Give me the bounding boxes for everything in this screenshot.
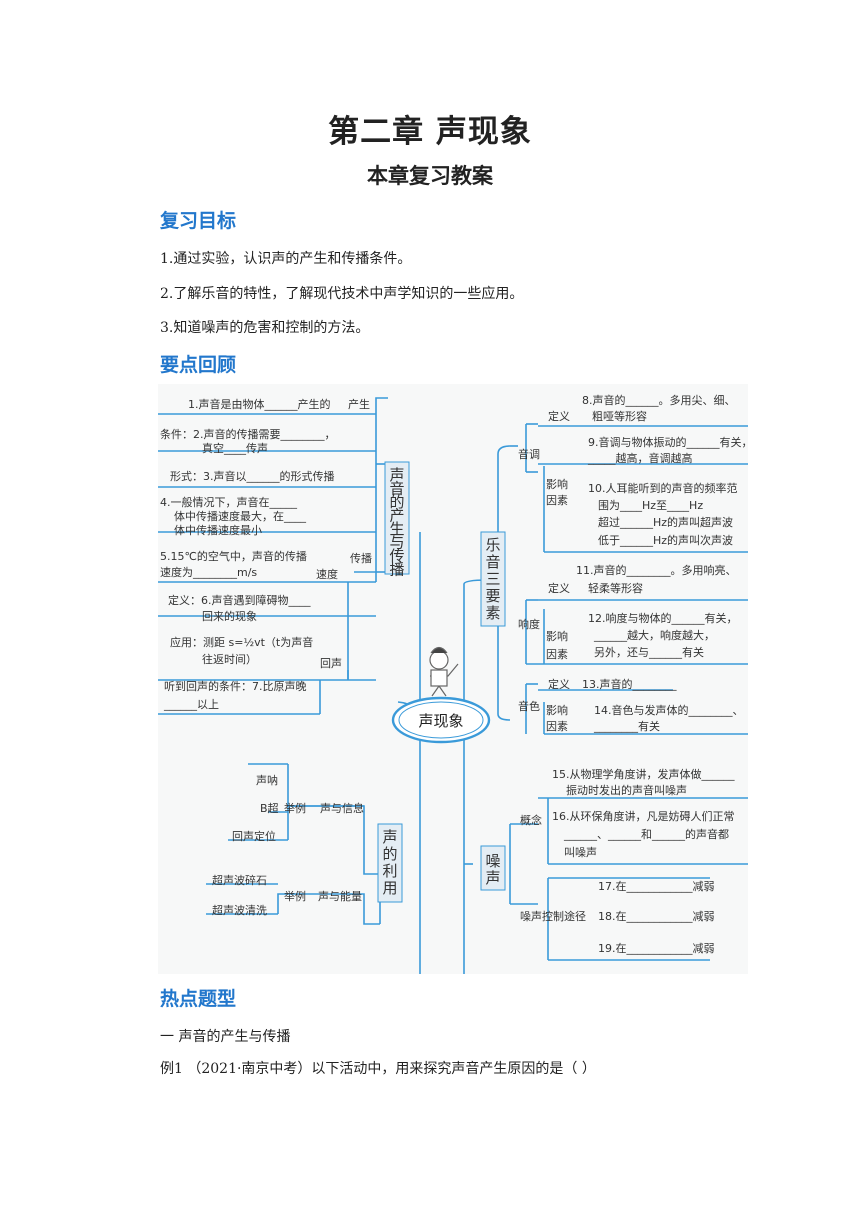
svg-text:乐音三要素: 乐音三要素 [485, 536, 500, 622]
label-echo: 回声 [320, 656, 342, 670]
branch-use: 声的利用 [377, 823, 403, 903]
use-example: 回声定位 [232, 829, 276, 843]
item-19: 19.在____________减弱 [598, 942, 715, 955]
branch-music: 乐音三要素 [480, 531, 506, 627]
label-definition: 定义 [548, 581, 570, 595]
item-10: 10.人耳能听到的声音的频率范 [588, 481, 738, 495]
item-5: 5.15℃的空气中，声音的传播 [160, 549, 307, 563]
item-10: 围为____Hz至____Hz [598, 499, 703, 512]
item-9: _____越高，音调越高 [587, 451, 693, 465]
label-timbre: 音色 [518, 699, 540, 713]
item-8: 粗哑等形容 [592, 409, 647, 423]
use-example: 超声波碎石 [212, 873, 267, 887]
review-heading: 要点回顾 [160, 354, 237, 376]
label-factor: 影响 [546, 478, 568, 491]
item-2: 条件：2.声音的传播需要________， [160, 427, 336, 441]
item-14: 14.音色与发声体的________、 [594, 703, 744, 717]
item-1: 1.声音是由物体______产生的 [188, 397, 331, 411]
lesson-subtitle: 本章复习教案 [367, 163, 493, 188]
hot-heading: 热点题型 [160, 988, 237, 1010]
item-15: 振动时发出的声音叫噪声 [566, 783, 687, 797]
item-7: ______以上 [163, 698, 219, 711]
connector-lines [158, 397, 748, 974]
branch-noise: 噪声 [480, 845, 506, 891]
label-example: 举例 [284, 889, 306, 903]
goal-item: 2.了解乐音的特性，了解现代技术中声学知识的一些应用。 [160, 286, 524, 302]
item-10: 超过______Hz的声叫超声波 [598, 515, 733, 529]
item-5: 速度为________m/s [160, 565, 257, 579]
label-factor: 因素 [546, 720, 568, 733]
use-example: B超 [260, 801, 279, 815]
label-factor: 因素 [546, 648, 568, 661]
label-factor: 因素 [546, 494, 568, 507]
item-8: 8.声音的______。多用尖、细、 [582, 393, 736, 407]
center-label: 声现象 [418, 712, 463, 730]
branch-produce: 声音的产生与传播 [384, 461, 410, 579]
chapter-title: 第二章 声现象 [328, 114, 532, 150]
echo-application: 往返时间） [202, 652, 257, 666]
goal-item: 1.通过实验，认识声的产生和传播条件。 [160, 251, 412, 267]
item-18: 18.在____________减弱 [598, 910, 715, 923]
item-4: 体中传播速度最小 [174, 523, 262, 537]
item-2: 真空____传声 [202, 441, 268, 455]
example-question: 例1 （2021·南京中考）以下活动中，用来探究声音产生原因的是（ ） [160, 1061, 596, 1077]
label-loudness: 响度 [518, 617, 540, 631]
svg-text:声音的产生与传播: 声音的产生与传播 [389, 466, 404, 579]
item-16: 叫噪声 [564, 845, 597, 859]
mind-map: 声现象 声音的产生与传播 乐音三要素 声的利用 噪声 1.声音是由物体_____… [158, 384, 748, 974]
label-propagate: 传播 [350, 551, 372, 565]
item-16: ______、______和______的声音都 [563, 827, 729, 841]
topic-line: 一 声音的产生与传播 [160, 1029, 291, 1045]
item-12: 12.响度与物体的______有关， [588, 611, 738, 625]
item-9: 9.音调与物体振动的______有关， [588, 435, 748, 449]
echo-application: 应用：测距 s=½vt（t为声音 [170, 635, 313, 649]
item-6: 回来的现象 [202, 609, 257, 623]
item-6: 定义：6.声音遇到障碍物____ [168, 593, 311, 607]
center-node: 声现象 [391, 696, 491, 744]
label-sound-info: 声与信息 [320, 801, 364, 815]
item-12: ______越大，响度越大， [593, 628, 715, 642]
item-10: 低于______Hz的声叫次声波 [598, 533, 733, 547]
svg-text:噪声: 噪声 [485, 852, 500, 887]
label-pitch: 音调 [518, 447, 540, 461]
label-produce: 产生 [348, 397, 370, 411]
label-factor: 影响 [546, 704, 568, 717]
item-14: ________有关 [593, 719, 660, 733]
label-sound-energy: 声与能量 [318, 889, 362, 903]
label-definition: 定义 [548, 677, 570, 691]
goals-heading: 复习目标 [160, 210, 237, 232]
use-example: 超声波清洗 [212, 903, 267, 917]
item-4: 4.一般情况下，声音在_____ [160, 495, 297, 509]
item-11: 11.声音的________。多用响亮、 [576, 563, 737, 577]
label-example: 举例 [284, 801, 306, 815]
label-concept: 概念 [520, 813, 542, 827]
item-13: 13.声音的________ [582, 677, 677, 691]
item-4: 体中传播速度最大，在____ [174, 509, 306, 523]
item-17: 17.在____________减弱 [598, 880, 715, 893]
use-example: 声呐 [256, 773, 278, 787]
goal-item: 3.知道噪声的危害和控制的方法。 [160, 320, 370, 336]
item-15: 15.从物理学角度讲，发声体做______ [552, 767, 735, 781]
label-noise-control: 噪声控制途径 [520, 909, 586, 923]
item-11: 轻柔等形容 [588, 581, 643, 595]
item-16: 16.从环保角度讲，凡是妨碍人们正常 [552, 809, 735, 823]
label-factor: 影响 [546, 630, 568, 643]
item-3: 形式：3.声音以______的形式传播 [170, 469, 335, 483]
item-12: 另外，还与______有关 [594, 645, 704, 659]
label-speed: 速度 [316, 567, 338, 581]
label-definition: 定义 [548, 409, 570, 423]
item-7: 听到回声的条件：7.比原声晚 [164, 679, 307, 693]
svg-text:声的利用: 声的利用 [382, 828, 397, 897]
teacher-figure [429, 646, 459, 697]
